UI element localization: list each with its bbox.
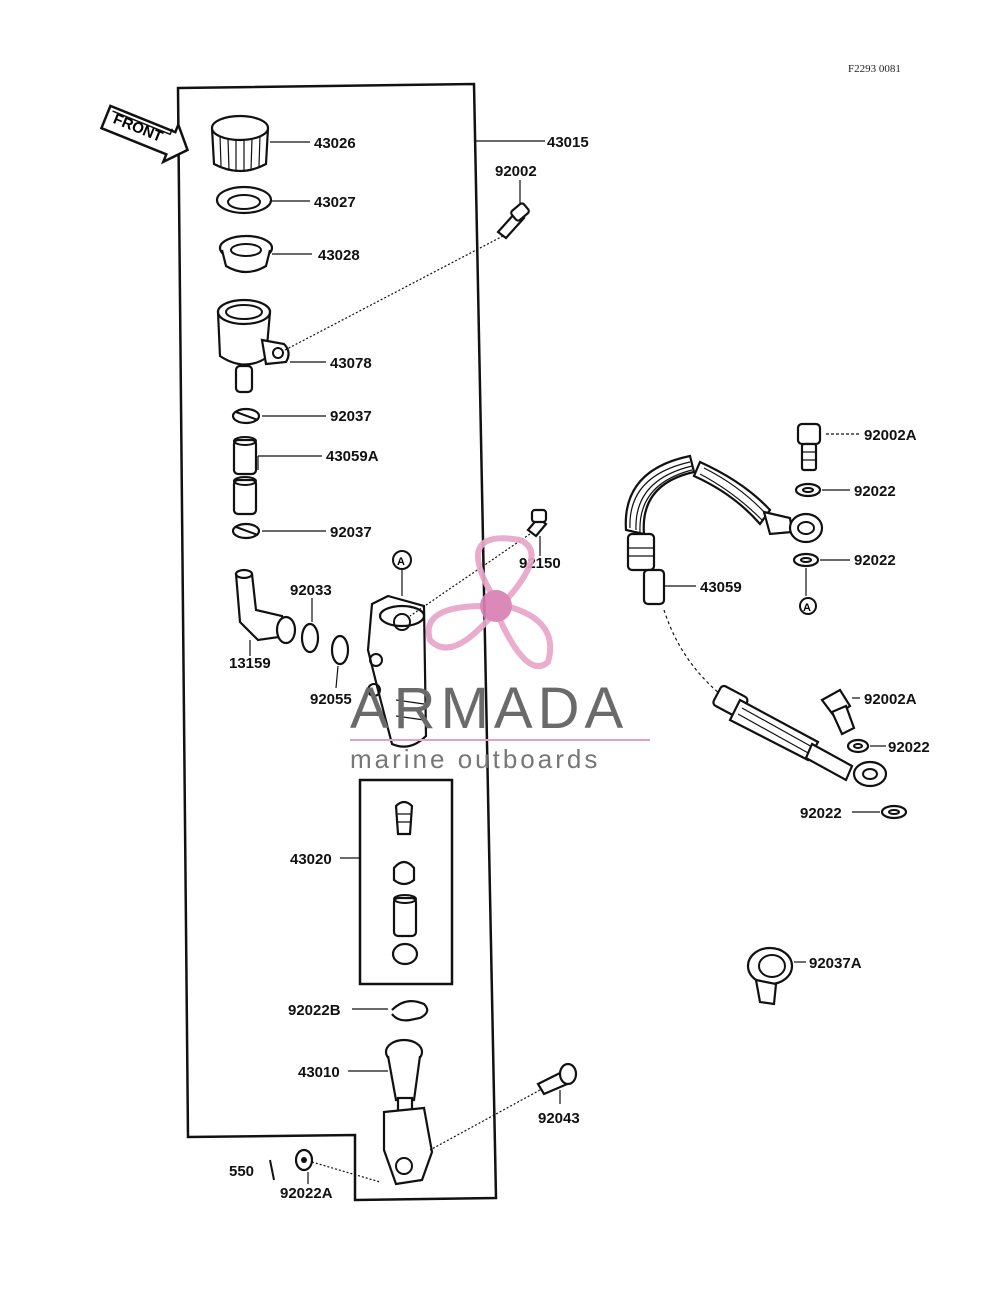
- label-92002A-mid: 92002A: [864, 691, 917, 708]
- propeller-logo-icon: [425, 535, 554, 670]
- watermark-brand: ARMADA: [350, 676, 628, 741]
- label-92022-r2: 92022: [854, 552, 896, 569]
- label-43015: 43015: [547, 134, 589, 151]
- diaphragm-plate-43027: [215, 185, 273, 215]
- cap-43026: [210, 114, 270, 173]
- hose-43059A: [232, 436, 258, 516]
- label-92055: 92055: [310, 691, 352, 708]
- marker-a-top: A: [397, 556, 405, 568]
- label-92037-top: 92037: [330, 408, 372, 425]
- elbow-fitting-13159: [234, 568, 297, 645]
- push-rod-43010: [382, 1038, 434, 1186]
- banjo-bolt-92002A-top: [796, 422, 822, 472]
- banjo-bolt-92002A-mid: [820, 688, 856, 736]
- label-13159: 13159: [229, 655, 271, 672]
- bolt-92150: [526, 508, 548, 538]
- piston-kit-parts: [391, 800, 419, 966]
- label-92022-r1: 92022: [854, 483, 896, 500]
- label-92022-r3: 92022: [888, 739, 930, 756]
- label-43028: 43028: [318, 247, 360, 264]
- front-arrow-icon: [99, 104, 190, 165]
- label-92002A-top: 92002A: [864, 427, 917, 444]
- marker-a-right-circle: [799, 597, 817, 615]
- watermark-tagline: marine outboards: [350, 744, 600, 774]
- label-92037A: 92037A: [809, 955, 862, 972]
- pin-92043: [536, 1062, 578, 1096]
- label-43059: 43059: [700, 579, 742, 596]
- bolt-92002: [496, 202, 530, 240]
- label-92022B: 92022B: [288, 1002, 341, 1019]
- washer-92022-r3: [846, 738, 870, 754]
- reference-code: F2293 0081: [848, 63, 901, 75]
- label-43059A: 43059A: [326, 448, 379, 465]
- cotter-pin-550: [269, 1159, 275, 1181]
- o-ring-92055: [330, 634, 350, 666]
- washer-92022-r1: [794, 482, 822, 498]
- brake-hose-43059: [624, 454, 888, 788]
- reservoir-43078: [216, 298, 290, 394]
- label-43020: 43020: [290, 851, 332, 868]
- marker-a-circle: [392, 550, 412, 570]
- circlip-92022B: [391, 999, 429, 1022]
- clamp-92037-top: [231, 407, 261, 425]
- label-43027: 43027: [314, 194, 356, 211]
- label-92033: 92033: [290, 582, 332, 599]
- washer-92022-r4: [880, 804, 908, 820]
- piston-kit-box-43020: [358, 778, 454, 986]
- diaphragm-43028: [218, 234, 274, 274]
- label-92002: 92002: [495, 163, 537, 180]
- o-ring-92033: [300, 622, 320, 654]
- cylinder-body: [366, 594, 428, 748]
- label-550: 550: [229, 1163, 254, 1180]
- label-92037-bottom: 92037: [330, 524, 372, 541]
- label-43026: 43026: [314, 135, 356, 152]
- washer-92022-r2: [792, 552, 820, 568]
- assembly-outline: [176, 82, 498, 1202]
- clamp-92037-bottom: [231, 522, 261, 540]
- label-43078: 43078: [330, 355, 372, 372]
- marker-a-right: A: [803, 602, 811, 614]
- clamp-92037A: [746, 946, 794, 1006]
- label-92022A: 92022A: [280, 1185, 333, 1202]
- label-43010: 43010: [298, 1064, 340, 1081]
- label-92043: 92043: [538, 1110, 580, 1127]
- label-92022-r4: 92022: [800, 805, 842, 822]
